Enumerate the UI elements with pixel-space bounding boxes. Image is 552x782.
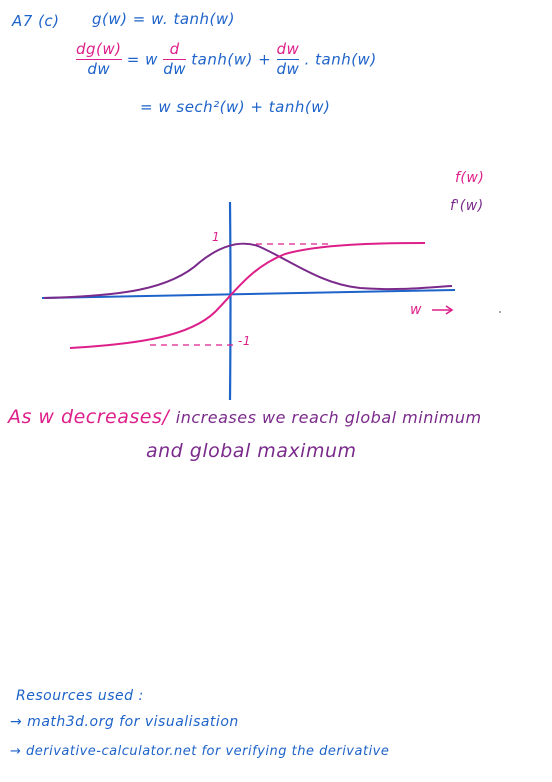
dw-denominator: dw [276,59,300,78]
tick-one-label: 1 [212,230,221,244]
resources-heading: Resources used : [16,688,144,704]
d-numerator: d [169,40,180,58]
w-factor: w [145,50,158,69]
derivation-result: = w sech²(w) + tanh(w) [140,98,331,116]
stray-dot [499,311,501,313]
resource-item-1: → math3d.org for visualisation [10,714,239,730]
y-axis [228,201,232,401]
magenta-curve [69,242,426,349]
purple-curve [43,242,453,299]
lhs-denominator: dw [87,59,111,78]
d-denominator: dw [163,59,187,78]
w-arrowhead-icon [445,305,454,315]
question-number: A7 (c) [12,12,60,30]
observation-part-a: As w decreases/ [8,406,170,428]
tanh-graph [41,201,501,401]
equals-sign: = [126,50,140,69]
observation-part-b: increases we reach global minimum [175,408,482,427]
lhs-fraction: dg(w) dw [76,40,122,78]
tick-neg-one-label: -1 [238,334,251,348]
axis-label-w: w [410,302,422,318]
dw-dw-fraction: dw dw [276,40,300,78]
derivation-line-1: dg(w) dw = w d dw tanh(w) + dw dw . tanh… [76,40,377,78]
x-axis [41,289,456,299]
observation-line-2: and global maximum [146,440,357,462]
function-definition: g(w) = w. tanh(w) [92,10,236,28]
dw-numerator: dw [276,40,300,58]
fraction-bar [276,58,300,60]
fraction-bar [163,58,187,60]
legend-f-prime: f'(w) [450,198,484,214]
plus-sign: + [258,50,272,69]
tanh-term: tanh(w) [191,50,253,69]
fraction-bar [76,58,122,60]
observation-line-1: As w decreases/ increases we reach globa… [8,406,482,428]
lhs-numerator: dg(w) [76,40,122,58]
d-dw-fraction: d dw [163,40,187,78]
dot-tanh-term: . tanh(w) [304,50,377,69]
legend-f: f(w) [455,170,485,186]
resource-item-2: → derivative-calculator.net for verifyin… [10,744,390,759]
